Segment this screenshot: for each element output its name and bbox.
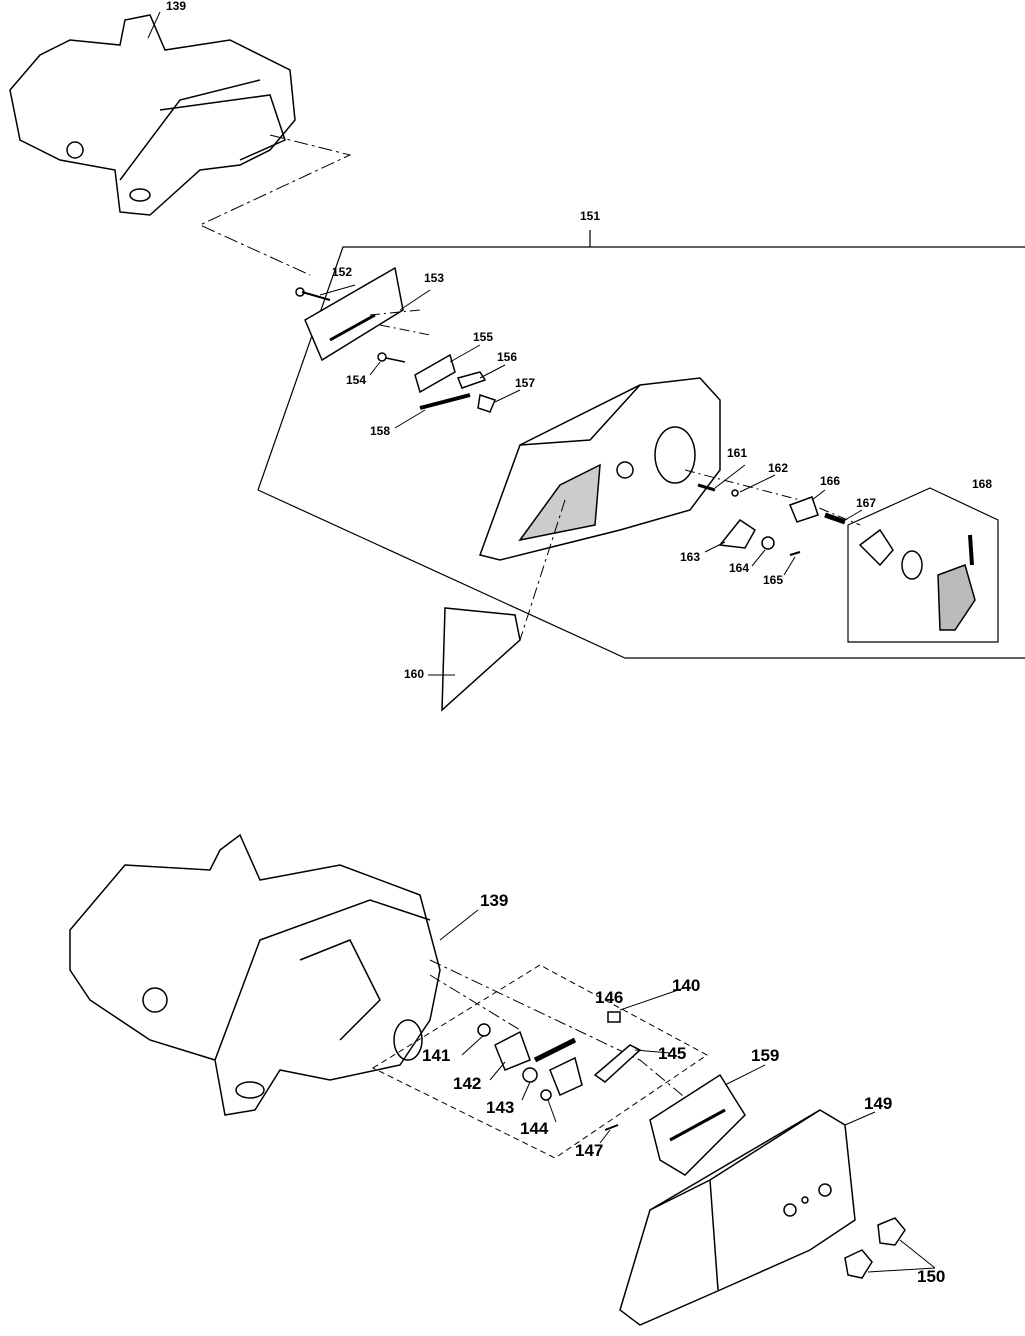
callout-156: 156 — [497, 350, 518, 364]
callout-160: 160 — [404, 667, 425, 681]
callout-145: 145 — [658, 1044, 687, 1063]
callout-144: 144 — [520, 1119, 549, 1138]
callout-152: 152 — [332, 265, 353, 279]
callout-153: 153 — [424, 271, 445, 285]
callout-139-top: 139 — [166, 0, 187, 13]
callout-149: 149 — [864, 1094, 893, 1113]
callout-147: 147 — [575, 1141, 604, 1160]
callout-143: 143 — [486, 1098, 515, 1117]
callout-154: 154 — [346, 373, 367, 387]
callout-161: 161 — [727, 446, 748, 460]
callout-168: 168 — [972, 477, 993, 491]
callout-157: 157 — [515, 376, 536, 390]
callout-146: 146 — [595, 988, 624, 1007]
callout-162: 162 — [768, 461, 789, 475]
chain-cover-bottom — [619, 1109, 856, 1326]
callout-142: 142 — [453, 1074, 482, 1093]
callout-167: 167 — [856, 496, 877, 510]
callout-150: 150 — [917, 1267, 946, 1286]
crankcase-bottom — [69, 833, 441, 1116]
callout-155: 155 — [473, 330, 494, 344]
callout-158: 158 — [370, 424, 391, 438]
callout-163: 163 — [680, 550, 701, 564]
callout-165: 165 — [763, 573, 784, 587]
callout-164: 164 — [729, 561, 750, 575]
crankcase-top — [9, 14, 296, 216]
callout-151: 151 — [580, 209, 601, 223]
part-153 — [304, 266, 404, 362]
callout-159: 159 — [751, 1046, 780, 1065]
part-160 — [441, 607, 521, 712]
callout-140: 140 — [672, 976, 701, 995]
callout-139-bottom: 139 — [480, 891, 509, 910]
chain-cover-top — [479, 377, 721, 561]
callout-141: 141 — [422, 1046, 451, 1065]
callout-166: 166 — [820, 474, 841, 488]
